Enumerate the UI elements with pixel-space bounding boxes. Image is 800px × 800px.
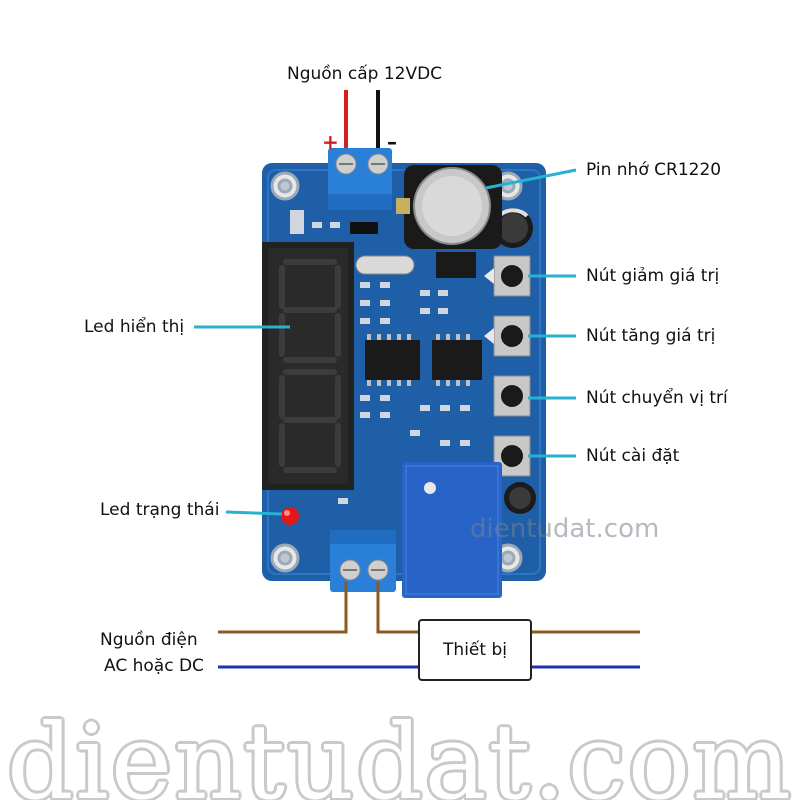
output-wire-brown-2	[376, 582, 418, 634]
push-button-up	[493, 315, 531, 357]
relay	[402, 462, 502, 598]
device-label: Thiết bị	[443, 640, 507, 660]
seven-segment-display	[262, 242, 354, 490]
label-btn-down: Nút giảm giá trị	[586, 266, 720, 286]
callout-line-battery	[485, 168, 577, 190]
source-label-line2: AC hoặc DC	[104, 656, 204, 676]
supply-title: Nguồn cấp 12VDC	[287, 64, 443, 84]
load-device-box: Thiết bị	[418, 619, 532, 681]
capacitor	[504, 482, 536, 514]
power-terminal-block	[328, 148, 392, 210]
plus-sign: +	[322, 130, 339, 154]
callout-line-led-status	[225, 510, 283, 516]
label-led-status: Led trạng thái	[100, 500, 220, 520]
ic-chip	[436, 252, 476, 278]
source-label-line1: Nguồn điện	[100, 630, 198, 650]
minus-sign: –	[387, 130, 397, 154]
battery-cr1220	[396, 165, 502, 249]
watermark-large: dientudat.com	[6, 701, 794, 800]
push-button-shift	[493, 375, 531, 417]
output-terminal-block	[330, 530, 396, 592]
label-btn-shift: Nút chuyển vị trí	[586, 388, 728, 408]
watermark-small: dientudat.com	[470, 514, 660, 544]
crystal	[355, 255, 415, 275]
ic-chip	[432, 340, 482, 380]
mounting-holes	[270, 171, 523, 573]
status-led	[281, 507, 299, 525]
output-wire-brown	[218, 582, 348, 634]
label-btn-up: Nút tăng giá trị	[586, 326, 716, 346]
capacitor	[493, 208, 533, 248]
label-btn-set: Nút cài đặt	[586, 446, 680, 466]
push-button-down	[493, 255, 531, 297]
ic-chip	[365, 340, 420, 380]
label-led-display: Led hiển thị	[84, 317, 185, 337]
label-battery: Pin nhớ CR1220	[586, 160, 722, 180]
